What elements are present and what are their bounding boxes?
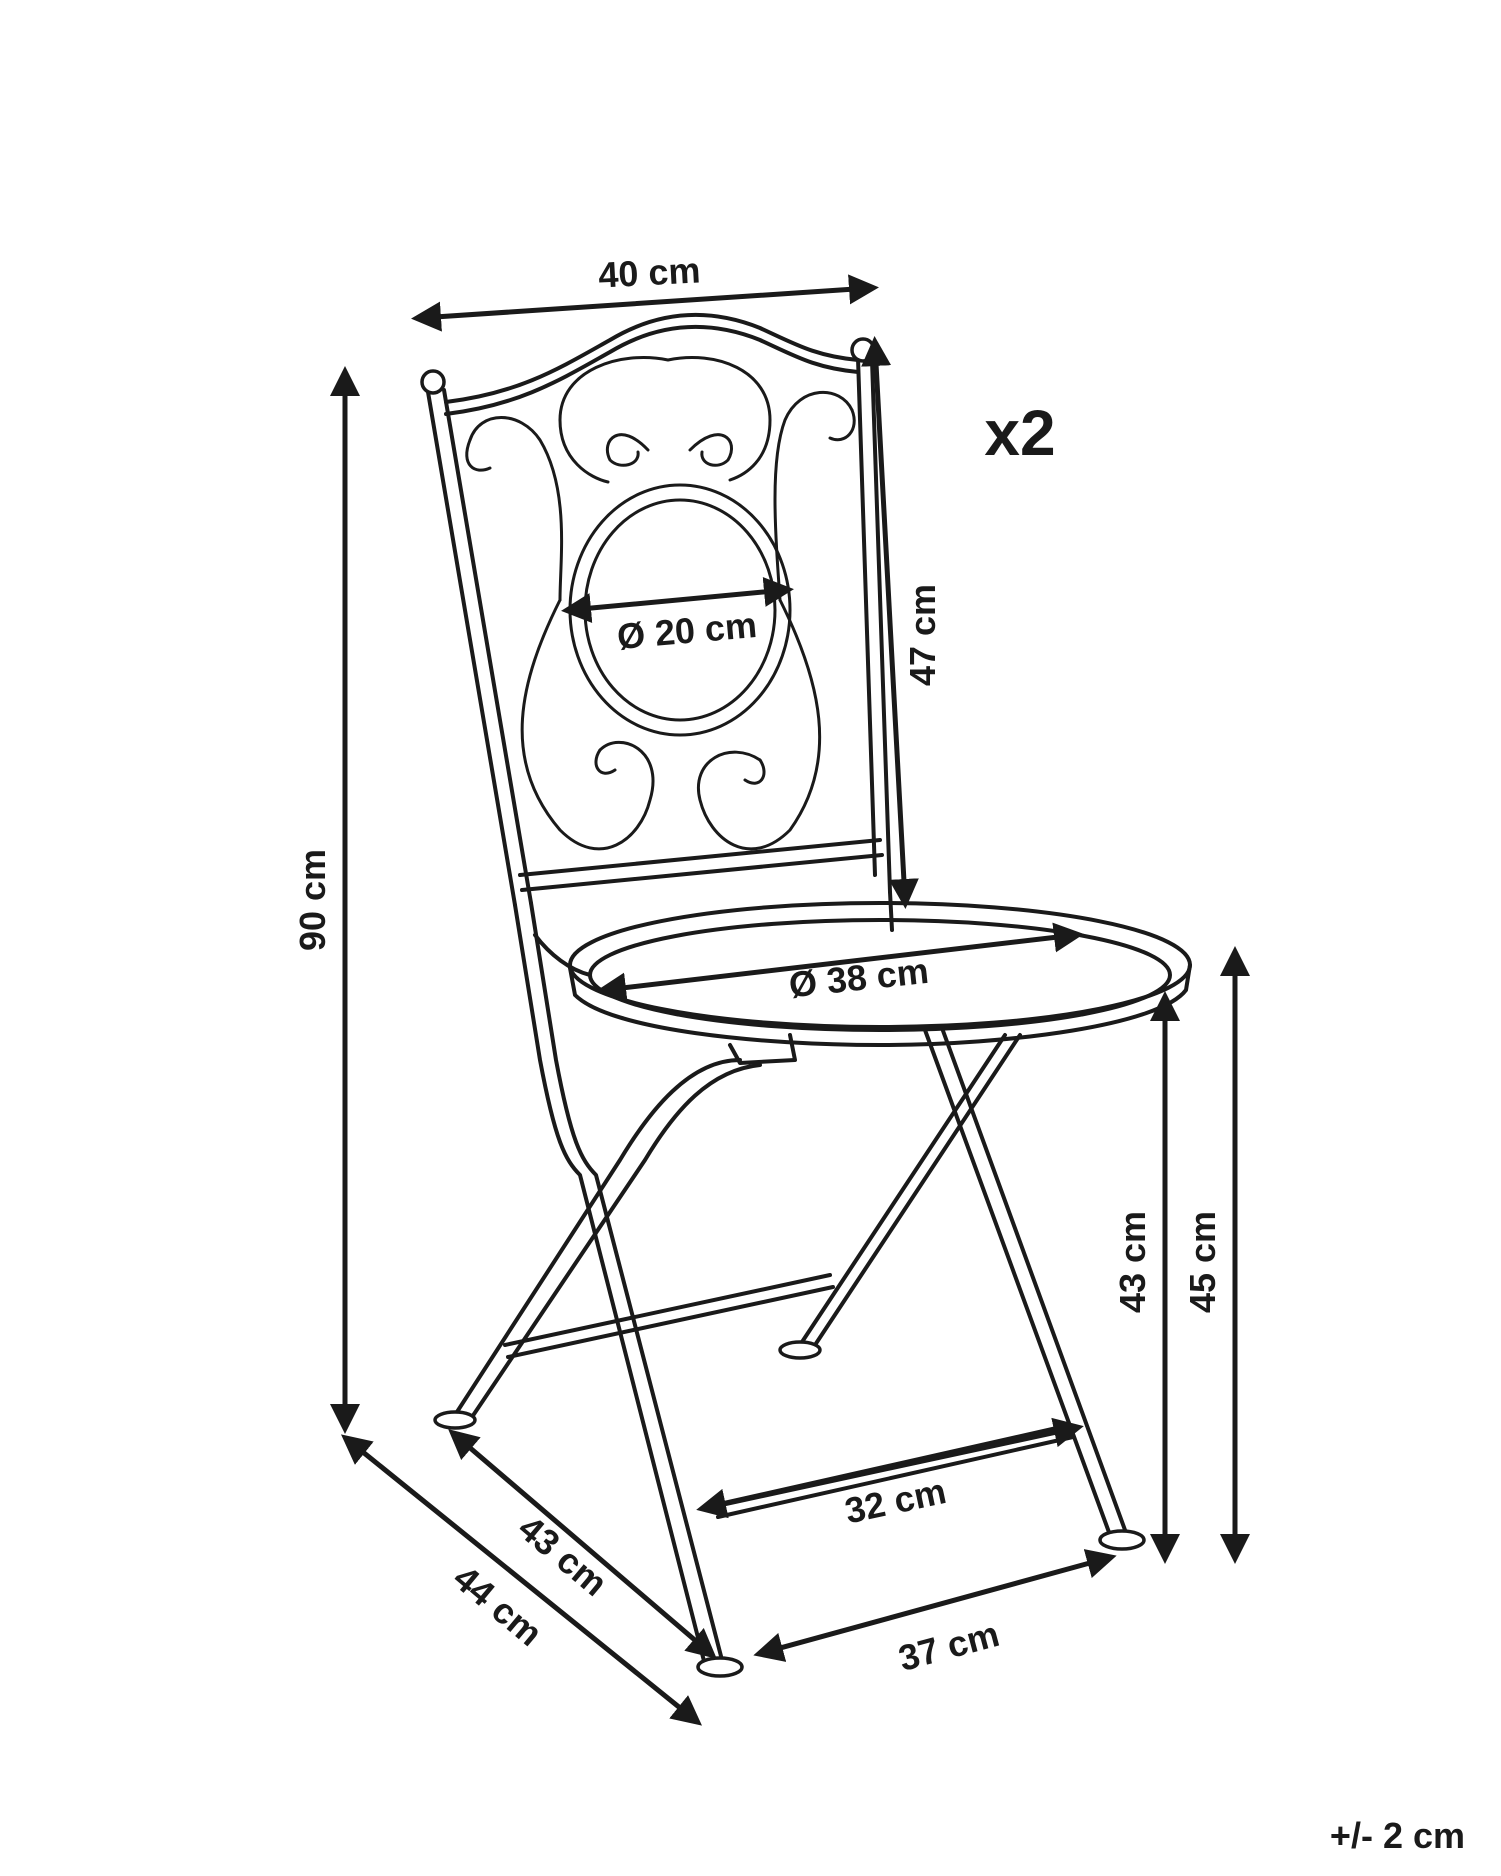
- label-seat-top-height: 45 cm: [1182, 1211, 1223, 1313]
- front-leg-span-arrow: [696, 1417, 1084, 1519]
- quantity-label: x2: [984, 397, 1055, 469]
- label-backrest-height: 47 cm: [902, 584, 943, 686]
- backrest-height-arrow: [861, 336, 919, 909]
- label-front-leg-span: 32 cm: [841, 1470, 949, 1531]
- label-seat-height: 43 cm: [1112, 1211, 1153, 1313]
- backrest-lower-rail: [518, 838, 882, 877]
- backrest-arch: [444, 312, 860, 416]
- label-total-height: 90 cm: [292, 849, 333, 951]
- label-seat-diameter: Ø 38 cm: [787, 950, 931, 1005]
- overall-depth-arrow: [340, 1434, 703, 1726]
- tolerance-note: +/- 2 cm: [1330, 1815, 1465, 1856]
- backrest-width-arrow: [411, 274, 879, 332]
- label-base-width: 37 cm: [894, 1613, 1003, 1679]
- front-legs: [453, 1026, 1127, 1537]
- base-width-arrow: [753, 1549, 1117, 1662]
- dimension-labels: 40 cm 90 cm 47 cm Ø 20 cm Ø 38 cm 43 cm …: [292, 249, 1465, 1856]
- seat-diameter-arrow: [596, 922, 1084, 1003]
- chair-feet: [433, 1340, 1146, 1678]
- seat-hinge-bracket: [533, 933, 592, 977]
- label-medallion-diameter: Ø 20 cm: [615, 604, 758, 657]
- dimension-lines: [330, 274, 1250, 1726]
- label-overall-depth: 44 cm: [446, 1557, 551, 1654]
- medallion-diameter-arrow: [561, 577, 794, 623]
- label-backrest-width: 40 cm: [597, 249, 701, 295]
- right-post-finial: [850, 337, 876, 363]
- left-post-finial: [420, 369, 446, 395]
- side-stretcher: [503, 1273, 832, 1347]
- seat-latch: [728, 1033, 797, 1065]
